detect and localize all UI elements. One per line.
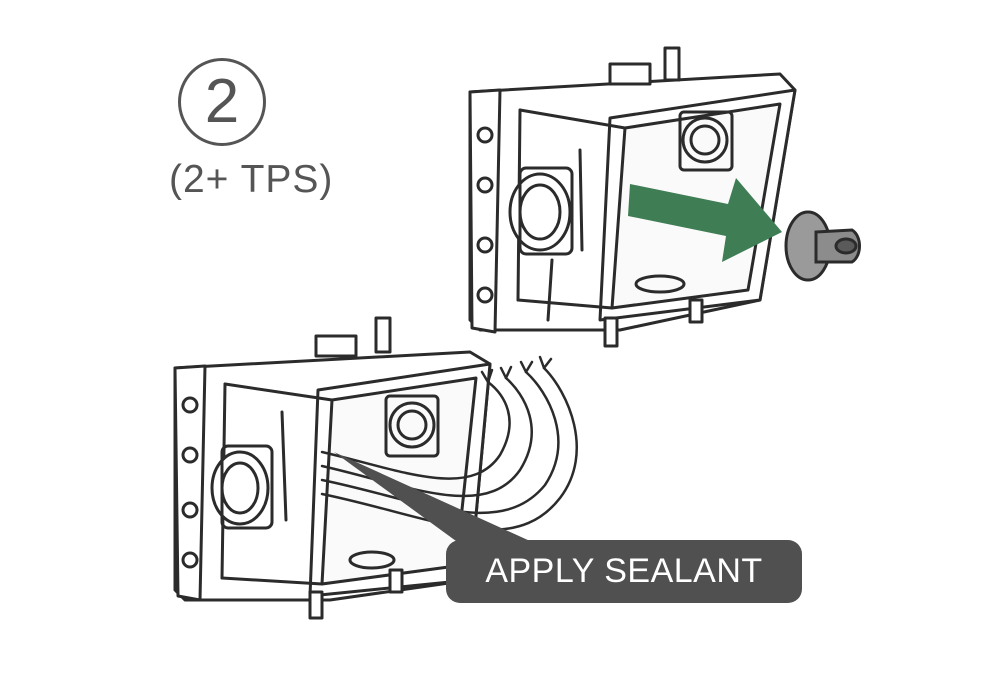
knockout-plug-icon <box>784 210 861 282</box>
junction-box-bottom <box>173 316 492 620</box>
remove-arrow-icon <box>628 178 782 262</box>
step-subtitle: (2+ TPS) <box>169 158 334 201</box>
step-number-badge: 2 <box>178 58 266 146</box>
callout-pointer <box>334 452 530 541</box>
apply-sealant-callout: APPLY SEALANT <box>446 540 802 603</box>
